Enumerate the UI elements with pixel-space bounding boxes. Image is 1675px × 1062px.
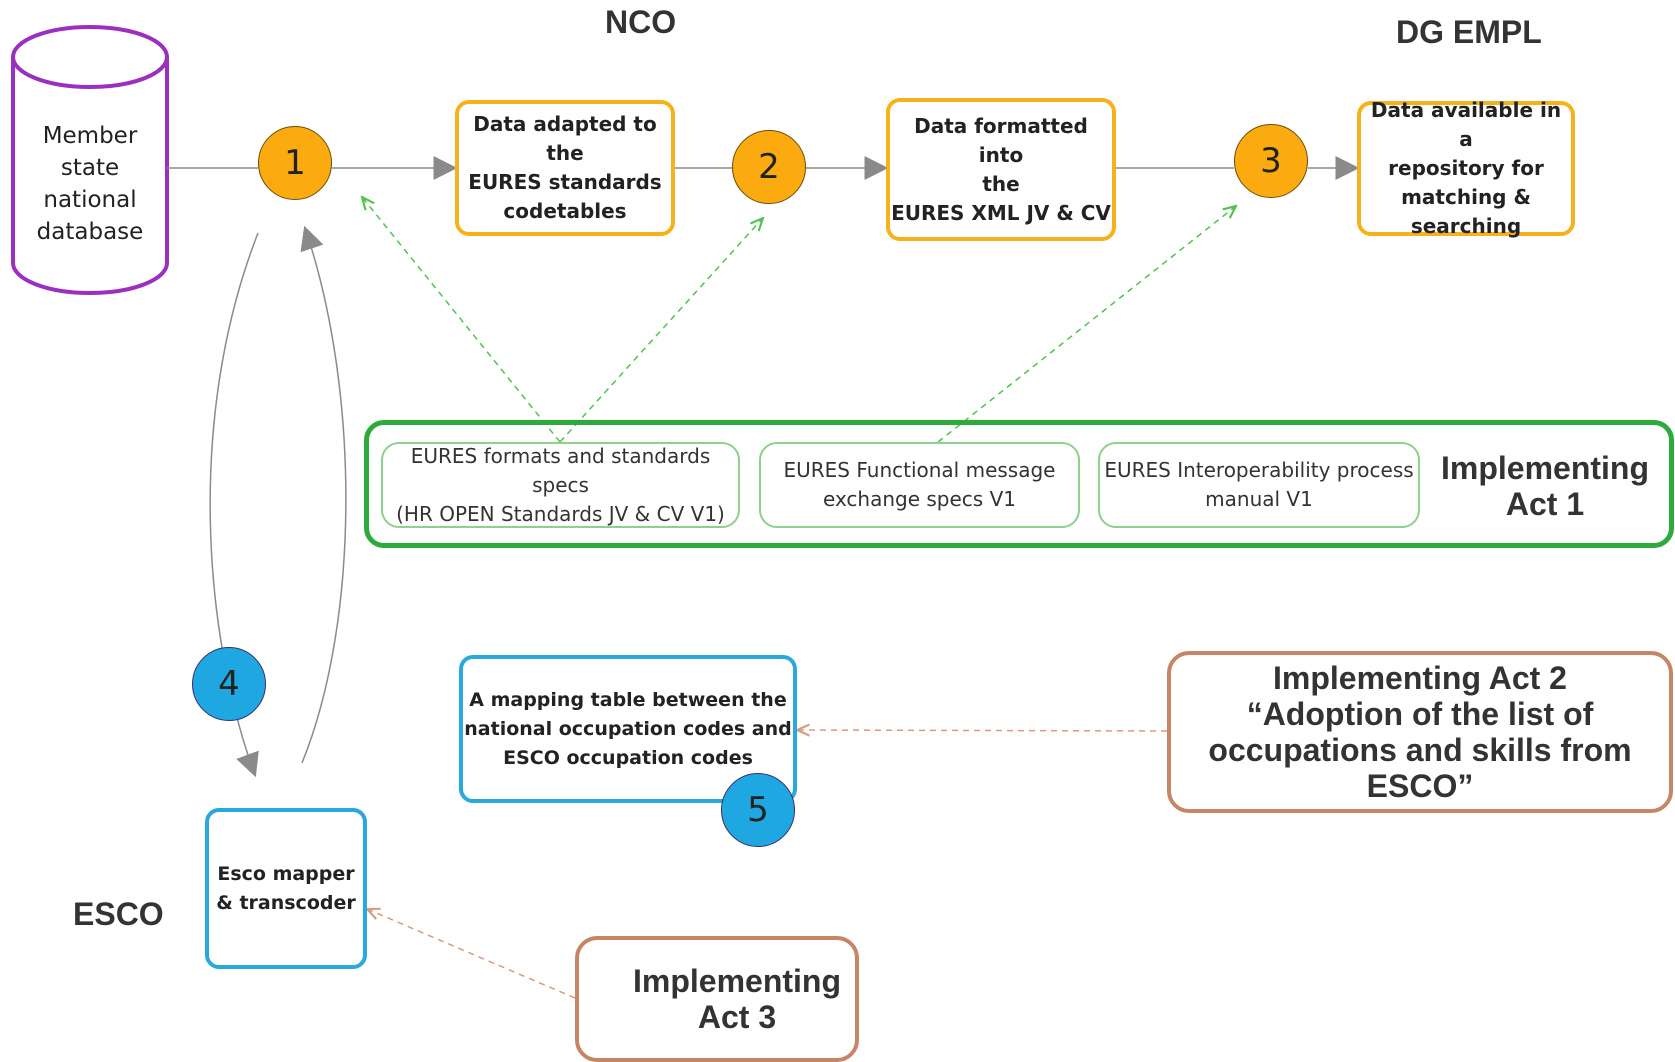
implementing-act-1-frame [364, 420, 1674, 548]
brown-dashed-arrow-act2-to-mapping [797, 730, 1168, 731]
data-available-box: Data available in a repository for match… [1357, 98, 1575, 238]
implementing-act-3-box: Implementing Act 3 [575, 936, 859, 1062]
brown-dashed-arrow-act3-to-mapper [367, 909, 576, 999]
step-2-badge: 2 [732, 130, 806, 204]
mapping-table-label: A mapping table between the national occ… [464, 688, 792, 769]
step-1-badge: 1 [258, 126, 332, 200]
data-formatted-label: Data formatted into the EURES XML JV & C… [891, 113, 1111, 225]
spec-box-formats: EURES formats and standards specs (HR OP… [381, 442, 740, 528]
data-adapted-box: Data adapted to the EURES standards code… [455, 100, 675, 236]
nco-header: NCO [605, 4, 677, 40]
dg-empl-header: DG EMPL [1396, 14, 1542, 50]
mapping-table-box: A mapping table between the national occ… [459, 655, 797, 803]
esco-mapper-label: Esco mapper & transcoder [216, 862, 356, 914]
data-formatted-box: Data formatted into the EURES XML JV & C… [886, 98, 1116, 241]
step-3-badge: 3 [1234, 124, 1308, 198]
database-label: Member state national database [36, 123, 144, 245]
database-cylinder [11, 25, 169, 295]
spec-box-functional: EURES Functional message exchange specs … [759, 442, 1080, 528]
data-adapted-label: Data adapted to the EURES standards code… [468, 112, 662, 223]
step-5-badge: 5 [721, 773, 795, 847]
implementing-act-2-box: Implementing Act 2 “Adoption of the list… [1167, 651, 1673, 813]
green-dashed-arrow-to-step2 [559, 218, 763, 443]
implementing-act-3-label: Implementing Act 3 [632, 963, 841, 1035]
data-available-label: Data available in a repository for match… [1370, 98, 1562, 238]
green-dashed-arrow-to-step3 [937, 206, 1236, 443]
esco-mapper-box: Esco mapper & transcoder [205, 808, 367, 969]
curved-arrow-up-to-step1 [300, 225, 347, 764]
implementing-act-2-label: Implementing Act 2 “Adoption of the list… [1208, 660, 1632, 804]
spec-box-interoperability: EURES Interoperability process manual V1 [1098, 442, 1420, 528]
esco-header: ESCO [73, 896, 164, 932]
step-4-badge: 4 [192, 647, 266, 721]
spec-formats-label: EURES formats and standards specs (HR OP… [396, 443, 725, 526]
green-dashed-arrow-to-step1 [362, 197, 561, 443]
implementing-act-1-label: Implementing Act 1 [1440, 450, 1649, 522]
spec-functional-label: EURES Functional message exchange specs … [783, 458, 1056, 511]
spec-interoperability-label: EURES Interoperability process manual V1 [1104, 458, 1414, 511]
